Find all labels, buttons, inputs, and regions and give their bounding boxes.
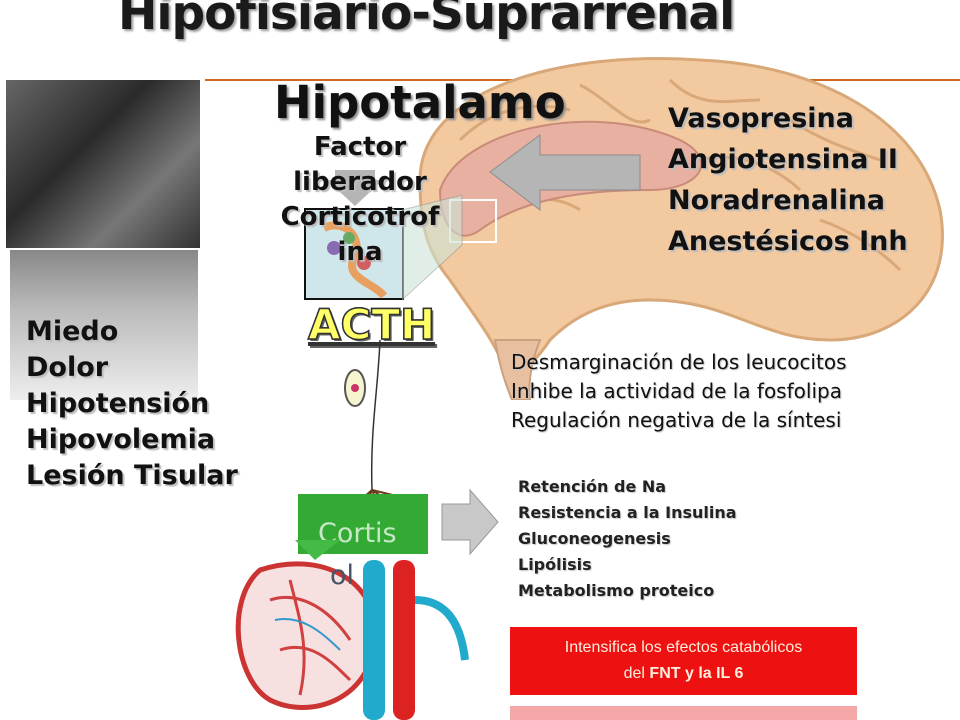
cortisol-effect-item: Metabolismo proteico [518, 581, 715, 600]
stimulus-item: Lesión Tisular [26, 460, 238, 491]
cortisol-effect-item: Resistencia a la Insulina [518, 503, 737, 522]
cortisol-effect-item: Lipólisis [518, 555, 592, 574]
hypothalamus-label: Hipotalamo [274, 76, 566, 129]
stimulus-item: Angiotensina II [668, 144, 898, 175]
pituitary-inset [304, 208, 404, 300]
gray-arrow-left [489, 134, 641, 212]
effect-item: Regulación negativa de la síntesi [511, 408, 842, 432]
red-box-bold: FNT y la IL 6 [649, 665, 744, 682]
right-stimuli-list: Vasopresina Angiotensina II Noradrenalin… [668, 98, 908, 262]
stimulus-item: Dolor [26, 352, 109, 383]
stimulus-item: Miedo [26, 316, 119, 347]
kidney-adrenal-illustration [235, 540, 469, 720]
cortisol-effect-item: Gluconeogenesis [518, 529, 671, 548]
effect-item: Desmarginación de los leucocitos [511, 350, 847, 374]
patient-photo [6, 80, 200, 248]
effect-item: Inhibe la actividad de la fosfolipa [511, 379, 842, 403]
stimulus-item: Anestésicos Inh [668, 226, 908, 257]
inset-connector [402, 195, 463, 301]
acth-label: ACTH [307, 299, 436, 350]
red-box-line-1: Intensifica los efectos catabólicos [564, 639, 803, 656]
crf-line: Factor [313, 132, 407, 162]
cortisol-effect-item: Retención de Na [518, 477, 667, 496]
stimulus-item: Noradrenalina [668, 185, 886, 216]
crf-line: Corticotrof [280, 202, 440, 232]
gray-arrow-down [327, 170, 383, 206]
crf-line: liberador [293, 167, 427, 197]
acth-effects-list: Desmarginación de los leucocitos Inhibe … [511, 348, 847, 435]
pink-box [510, 706, 857, 720]
stimulus-item: Vasopresina [668, 103, 854, 134]
cortisol-effects-list: Retención de Na Resistencia a la Insulin… [518, 474, 737, 604]
crf-label: Factor liberador Corticotrof ina [248, 130, 472, 270]
red-box-line-2: del FNT y la IL 6 [510, 661, 857, 687]
neuron-illustration [344, 340, 406, 509]
stimulus-item: Hipotensión [26, 388, 210, 419]
gray-arrow-right [441, 488, 499, 556]
crf-line: ina [337, 237, 383, 267]
patient-photo-reflection [10, 250, 198, 400]
catabolic-effects-box: Intensifica los efectos catabólicos del … [510, 627, 857, 695]
red-box-prefix: del [623, 665, 650, 682]
slide-title: Hipofisiario-Suprarrenal [118, 0, 735, 41]
stimulus-item: Hipovolemia [26, 424, 216, 455]
left-stimuli-list: Miedo Dolor Hipotensión Hipovolemia Lesi… [26, 314, 238, 494]
cortisol-label-tail: ol [330, 560, 355, 591]
